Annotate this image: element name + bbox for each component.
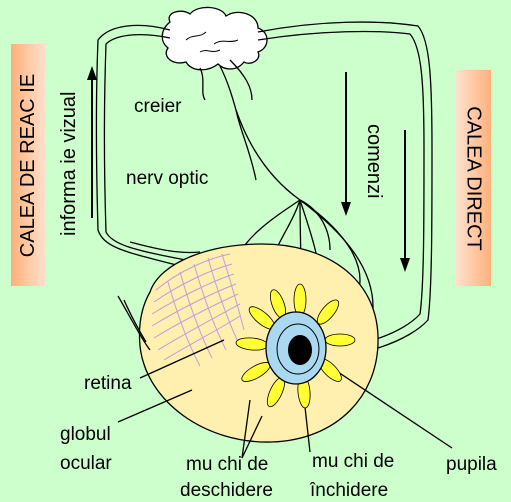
pupil-label: pupila: [446, 455, 497, 474]
retina-label: retina: [84, 374, 132, 393]
arrow-up-icon: [87, 66, 97, 218]
closing-muscles-label-2: închidere: [310, 481, 388, 500]
reaction-path-box: CALEA DE REAC IE: [11, 44, 46, 286]
opening-muscles-label-2: deschidere: [180, 481, 273, 500]
closing-muscles-label-1: mu chi de: [312, 452, 394, 471]
arrow-down-icon: [400, 130, 410, 272]
direct-path-label: CALEA DIRECT: [462, 106, 485, 250]
brain-shape: [162, 7, 267, 69]
visual-info-label: informa ie vizual: [59, 91, 79, 236]
eyeball-label-2: ocular: [60, 454, 112, 473]
direct-path-box: CALEA DIRECT: [456, 70, 491, 286]
reaction-path-line: [97, 25, 181, 266]
commands-label: comenzi: [364, 124, 384, 198]
eyeball-label-1: globul: [60, 425, 111, 444]
optic-nerve-label: nerv optic: [126, 169, 208, 188]
arrow-down-icon: [341, 72, 351, 216]
brain-label: creier: [134, 97, 182, 116]
opening-muscles-label-1: mu chi de: [186, 455, 268, 474]
pupil-shape: [288, 335, 312, 365]
reaction-path-label: CALEA DE REAC IE: [17, 73, 40, 256]
